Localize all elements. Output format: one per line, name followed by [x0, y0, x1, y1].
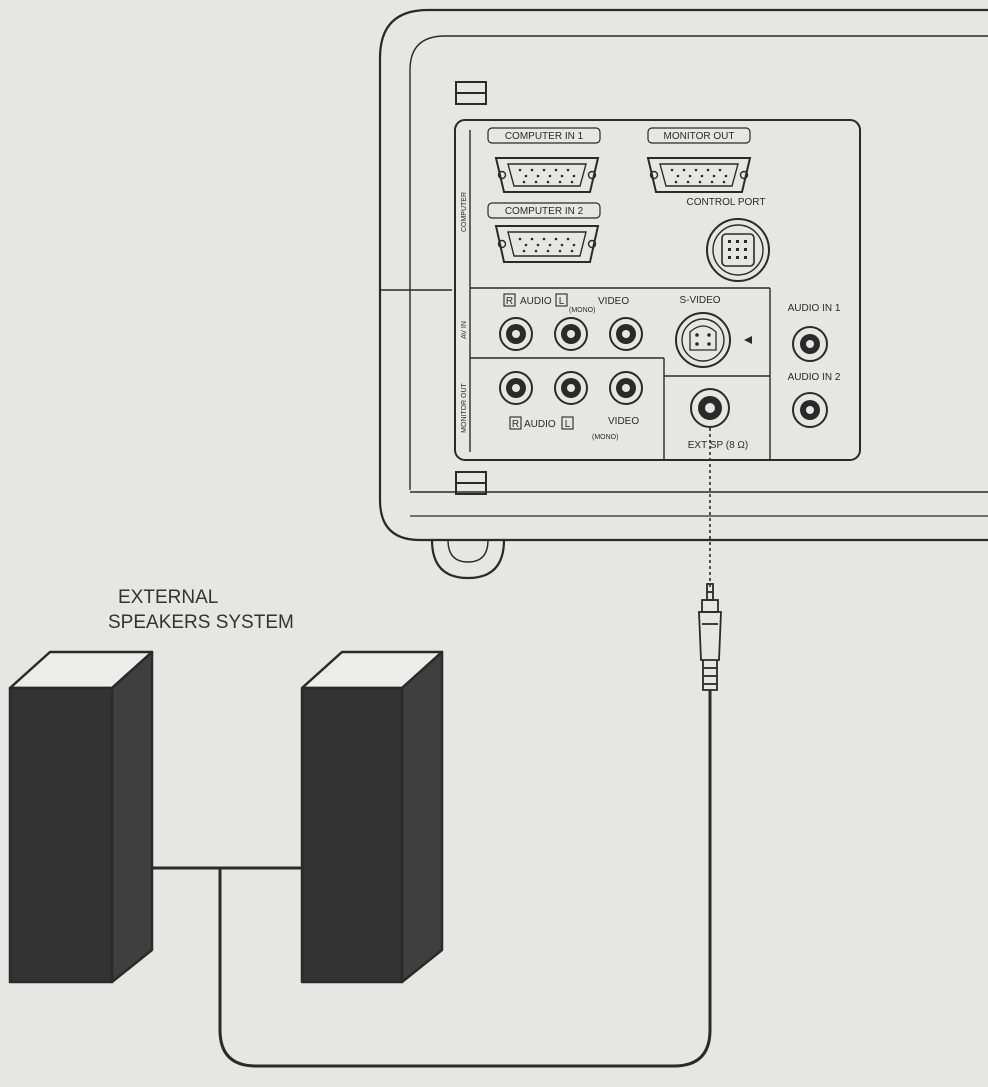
monitor-out-r-label: R: [512, 419, 519, 430]
mini-plug: [698, 583, 722, 691]
av-in-l-label: L: [559, 296, 565, 307]
monitor-out-mono-label: (MONO): [592, 434, 618, 441]
audio-cable: [218, 428, 722, 1068]
monitor-out-av-jacks: [499, 371, 643, 405]
projector-foot-inner: [447, 539, 489, 563]
av-in-video-label: VIDEO: [598, 296, 629, 307]
monitor-out-vga-port: MONITOR OUT: [646, 127, 752, 193]
monitor-out-video-label: VIDEO: [608, 416, 639, 427]
audio-in-2-jack: AUDIO IN 2: [788, 372, 841, 428]
av-in-mono-label: (MONO): [569, 307, 595, 314]
computer-side-label: COMPUTER: [461, 192, 468, 232]
monitor-out-audio-label: AUDIO: [524, 419, 556, 430]
av-in-jacks: [499, 317, 643, 351]
speakers-system: EXTERNAL SPEAKERS SYSTEM: [8, 587, 444, 984]
cable-wire: [218, 690, 712, 1068]
control-port-label: CONTROL PORT: [687, 197, 766, 208]
control-port: CONTROL PORT: [687, 197, 770, 282]
audio-in-2-label: AUDIO IN 2: [788, 372, 841, 383]
monitor-out-side-label: MONITOR OUT: [461, 382, 468, 432]
av-in-labels: R AUDIO L (MONO) VIDEO: [503, 293, 629, 314]
audio-in-1-label: AUDIO IN 1: [788, 303, 841, 314]
projector: [378, 8, 988, 580]
ext-sp-label: EXT SP (8 Ω): [688, 440, 748, 451]
av-in-r-label: R: [506, 296, 513, 307]
right-speaker: [300, 650, 444, 984]
speakers-caption-line2: SPEAKERS SYSTEM: [108, 612, 294, 633]
monitor-out-label: MONITOR OUT: [664, 131, 735, 142]
s-video-port: S-VIDEO: [675, 295, 752, 368]
computer-in-2-port: COMPUTER IN 2: [487, 202, 601, 263]
speakers-caption-line1: EXTERNAL: [118, 587, 218, 608]
vent-icon: [455, 81, 487, 105]
computer-in-1-port: COMPUTER IN 1: [487, 127, 601, 193]
monitor-out-av-labels: R AUDIO L VIDEO (MONO): [509, 416, 639, 441]
arrow-icon: [744, 336, 752, 344]
av-in-audio-label: AUDIO: [520, 296, 552, 307]
projector-foot: [430, 539, 506, 580]
left-speaker: [8, 650, 154, 984]
monitor-out-l-label: L: [565, 419, 571, 430]
terminal-panel-frame: [454, 119, 861, 461]
computer-in-2-label: COMPUTER IN 2: [505, 206, 584, 217]
ext-sp-jack: EXT SP (8 Ω): [688, 388, 748, 451]
terminal-panel: COMPUTER AV IN MONITOR OUT COMPUTER IN 1…: [454, 119, 861, 461]
av-in-side-label: AV IN: [461, 321, 468, 339]
vent-icon: [455, 471, 487, 495]
projector-outline: [378, 8, 988, 542]
audio-in-1-jack: AUDIO IN 1: [788, 303, 841, 362]
computer-in-1-label: COMPUTER IN 1: [505, 131, 584, 142]
projector-top-edge: [409, 35, 988, 490]
s-video-label: S-VIDEO: [679, 295, 720, 306]
